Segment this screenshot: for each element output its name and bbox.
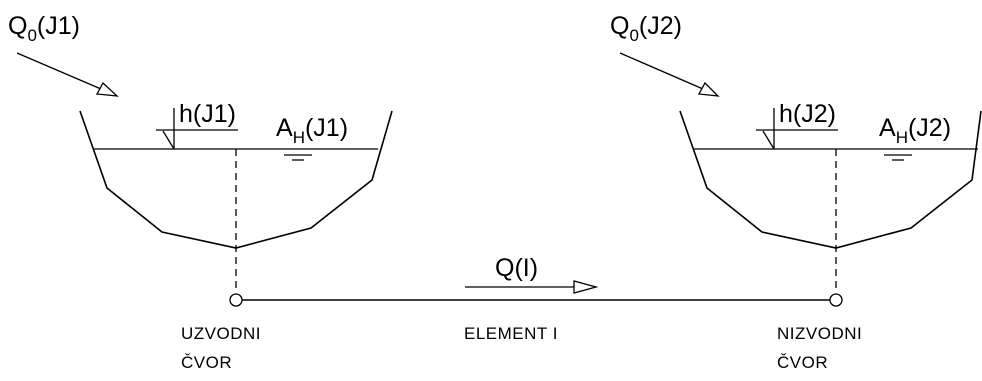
upstream-caption-line2: ČVOR	[181, 353, 232, 372]
downstream-surface-symbol	[884, 154, 912, 161]
link-flow-arrow	[465, 280, 599, 294]
downstream-depth-label: h(J2)	[779, 100, 836, 128]
downstream-junction-node	[829, 293, 843, 307]
link-element-caption: ELEMENT I	[464, 324, 558, 343]
downstream-area-label: AH(J2)	[879, 114, 951, 147]
upstream-caption-line1: UZVODNI	[181, 324, 261, 343]
link-element-group: Q(I) ELEMENT I	[242, 254, 830, 343]
downstream-caption-line2: ČVOR	[777, 353, 828, 372]
downstream-inflow-label: Q0(J2)	[610, 12, 682, 45]
downstream-caption-line1: NIZVODNI	[777, 324, 862, 343]
upstream-depth-label: h(J1)	[179, 100, 236, 128]
upstream-inflow-arrow	[16, 52, 119, 97]
downstream-inflow-arrow	[619, 52, 720, 97]
link-flow-label: Q(I)	[495, 254, 538, 282]
upstream-inflow-label: Q0(J1)	[8, 12, 80, 45]
upstream-area-label: AH(J1)	[276, 114, 348, 147]
downstream-depth-marker	[756, 108, 838, 150]
downstream-node-group: Q0(J2) h(J2) AH(J2) NIZVODNI ČVOR	[610, 12, 982, 372]
upstream-node-group: Q0(J1) h(J1) AH(J1) UZVODNI ČVOR	[8, 12, 393, 372]
upstream-junction-node	[229, 293, 243, 307]
upstream-depth-marker	[156, 108, 238, 150]
upstream-surface-symbol	[284, 154, 312, 161]
